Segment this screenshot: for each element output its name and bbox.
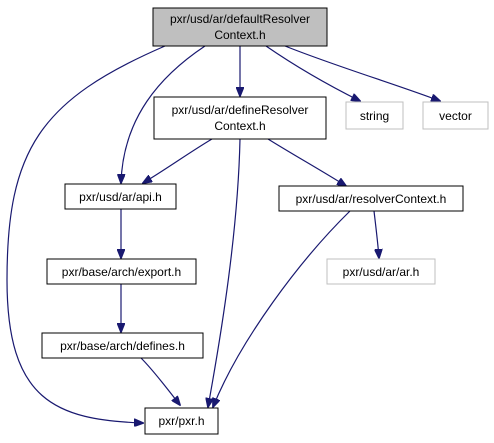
node-label-line-1: pxr/usd/ar/defaultResolver xyxy=(170,12,310,26)
node-resolver-context[interactable]: pxr/usd/ar/resolverContext.h xyxy=(278,185,464,212)
node-default-resolver-context[interactable]: pxr/usd/ar/defaultResolver Context.h xyxy=(152,7,328,47)
edges-layer xyxy=(6,45,440,423)
node-string[interactable]: string xyxy=(345,101,404,130)
node-label-line-2: Context.h xyxy=(214,119,265,133)
node-api[interactable]: pxr/usd/ar/api.h xyxy=(64,183,177,210)
node-label-line-1: pxr/usd/ar/defineResolver xyxy=(172,103,309,117)
node-label: pxr/usd/ar/resolverContext.h xyxy=(296,192,447,206)
edge-resolverContext-to-ar xyxy=(373,210,379,258)
edge-default-to-api xyxy=(121,45,206,183)
node-label: pxr/base/arch/export.h xyxy=(62,265,181,279)
edge-defines-to-pxr xyxy=(140,357,180,405)
edge-define-to-api xyxy=(143,138,213,183)
node-defines[interactable]: pxr/base/arch/defines.h xyxy=(41,332,204,359)
edge-resolverContext-to-pxr xyxy=(213,210,351,407)
node-label: vector xyxy=(439,109,472,123)
nodes-layer: pxr/usd/ar/defaultResolver Context.h pxr… xyxy=(41,7,489,435)
node-vector[interactable]: vector xyxy=(422,101,489,130)
node-label: string xyxy=(360,109,389,123)
node-label: pxr/base/arch/defines.h xyxy=(60,339,185,353)
node-export[interactable]: pxr/base/arch/export.h xyxy=(46,258,197,285)
node-pxr[interactable]: pxr/pxr.h xyxy=(144,407,219,435)
edge-default-to-pxr xyxy=(6,45,166,423)
node-label: pxr/pxr.h xyxy=(158,414,204,428)
edge-default-to-vector xyxy=(284,45,440,101)
edge-default-to-string xyxy=(265,45,360,101)
node-label-line-2: Context.h xyxy=(214,28,265,42)
edge-define-to-resolverContext xyxy=(267,138,346,186)
node-label: pxr/usd/ar/api.h xyxy=(79,190,162,204)
edge-define-to-pxr xyxy=(208,138,241,407)
node-define-resolver-context[interactable]: pxr/usd/ar/defineResolver Context.h xyxy=(153,96,327,140)
node-ar[interactable]: pxr/usd/ar/ar.h xyxy=(326,258,436,285)
node-label: pxr/usd/ar/ar.h xyxy=(343,265,420,279)
